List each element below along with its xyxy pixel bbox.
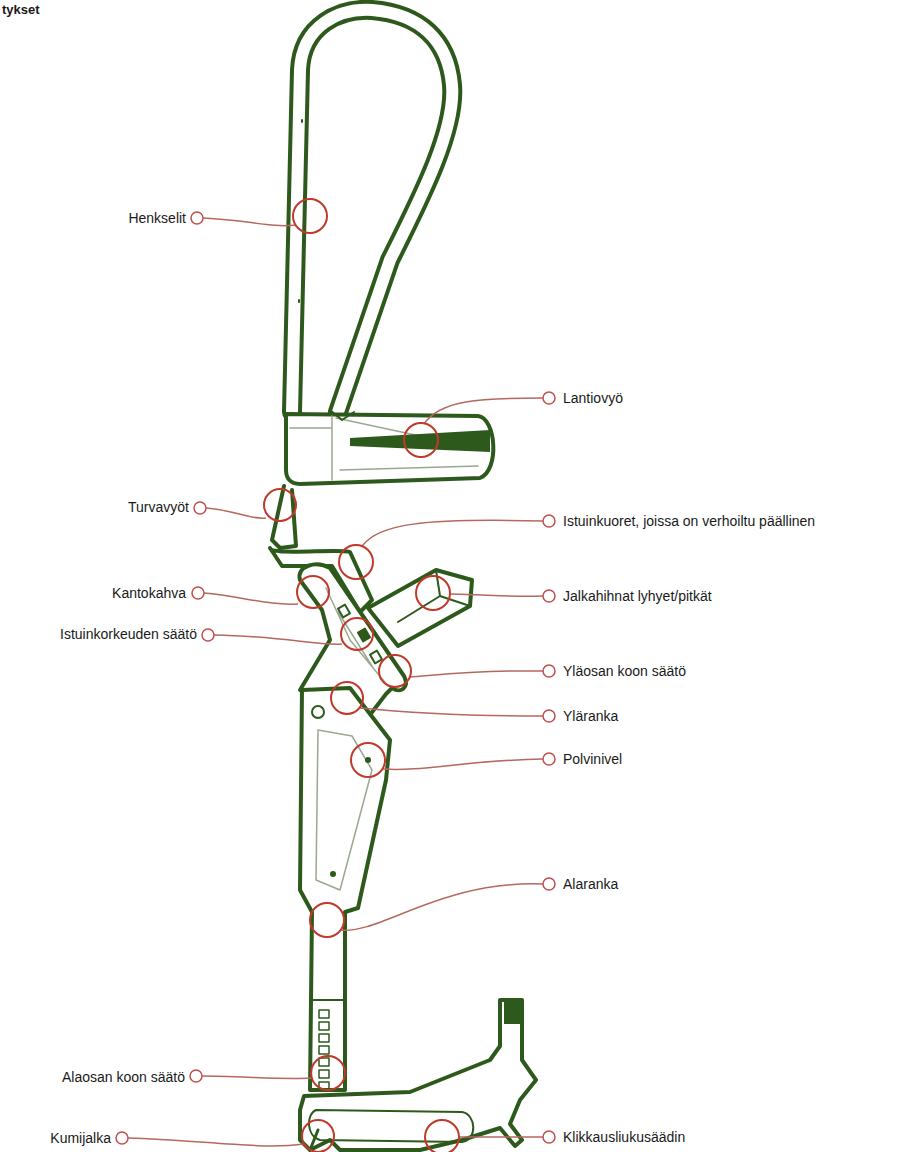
part-label: Lantiovyö [563, 389, 623, 407]
part-label: Istuinkorkeuden säätö [60, 625, 197, 643]
part-label: Turvavyöt [128, 498, 189, 516]
part-label: Jalkahihnat lyhyet/pitkät [563, 587, 712, 605]
part-label: Henkselit [128, 209, 186, 227]
part-label: Yläranka [563, 707, 618, 725]
part-label: Klikkausliukusäädin [563, 1128, 685, 1146]
part-label: Kumijalka [50, 1129, 111, 1147]
title-fragment: tykset [2, 1, 40, 19]
part-label: Istuinkuoret, joissa on verhoiltu päälli… [563, 512, 815, 530]
part-label: Kantokahva [112, 584, 186, 602]
part-label: Yläosan koon säätö [563, 662, 686, 680]
part-label: Polvinivel [563, 750, 622, 768]
part-label: Alaosan koon säätö [62, 1068, 185, 1086]
part-label: Alaranka [563, 875, 618, 893]
